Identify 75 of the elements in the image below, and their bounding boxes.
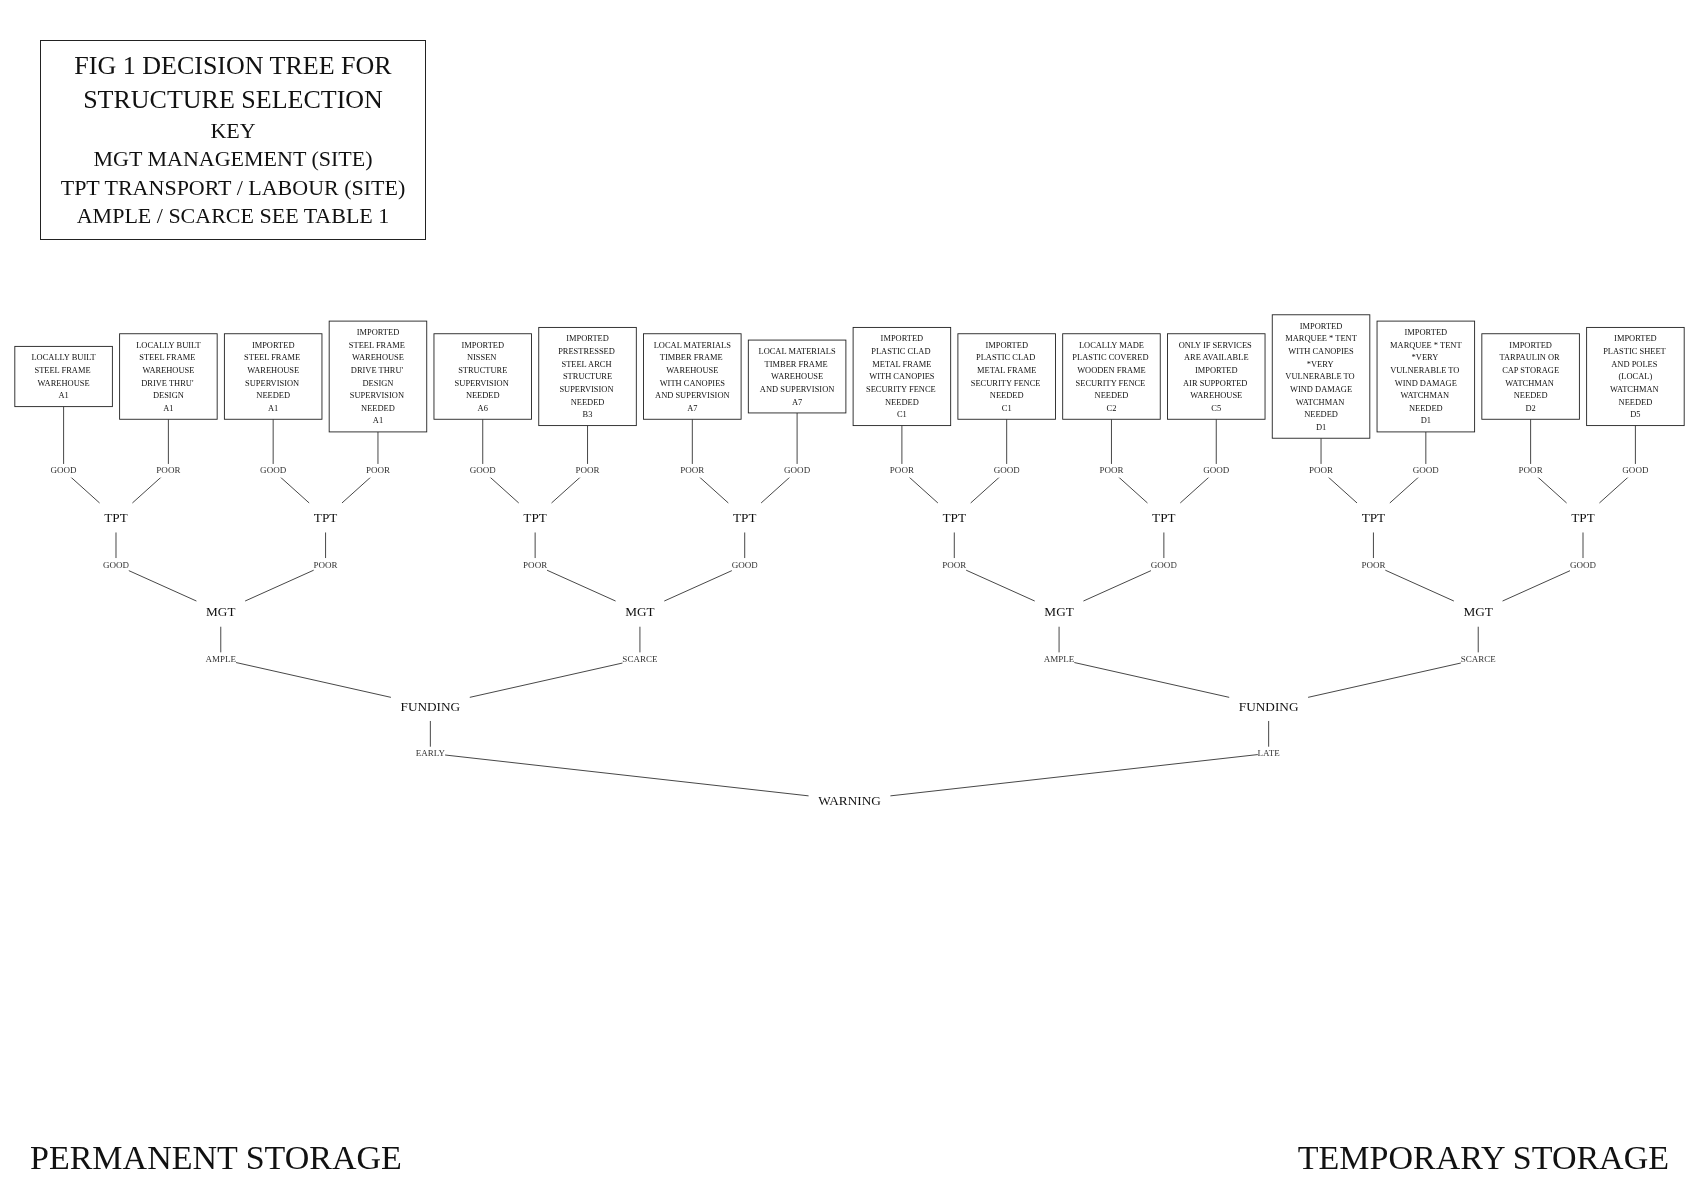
edge-label: POOR <box>523 559 548 570</box>
edge-label: POOR <box>680 465 705 476</box>
node-box: LOCAL MATERIALS TIMBER FRAME WAREHOUSE AND SUPERVISION A7 <box>747 339 847 414</box>
node-box: IMPORTED MARQUEE * TENT *VERY VULNERABLE TO WIND DAMAGE WATCHMAN NEEDED D1 <box>1376 320 1476 433</box>
connector <box>429 720 810 797</box>
node-text: TPT <box>1571 510 1595 526</box>
node-text: MGT <box>1463 604 1493 620</box>
node-text: TPT <box>104 510 128 526</box>
edge-label: SCARCE <box>622 654 658 664</box>
connector <box>889 720 1270 797</box>
node-box: IMPORTED TARPAULIN OR CAP STORAGE WATCHMAN NEEDED D2 <box>1481 333 1580 420</box>
node-text: MGT <box>625 604 655 620</box>
node-text: FUNDING <box>400 698 461 714</box>
node-box: LOCALLY BUILT STEEL FRAME WAREHOUSE A1 <box>14 345 113 408</box>
edge-label: POOR <box>365 465 391 476</box>
region-label: TEMPORARY STORAGE <box>1297 1139 1669 1177</box>
edge-label: GOOD <box>469 465 496 476</box>
edge-label: GOOD <box>731 559 758 570</box>
node-box: IMPORTED STEEL FRAME WAREHOUSE SUPERVISION NEEDED A1 <box>223 333 323 420</box>
edge-label: GOOD <box>1150 559 1177 570</box>
edge-label: GOOD <box>260 465 287 476</box>
key-entry: KEY <box>209 116 257 145</box>
key-entry: TPT TRANSPORT / LABOUR (SITE) <box>59 173 407 202</box>
edge-label: POOR <box>156 465 181 476</box>
node-box: IMPORTED PLASTIC CLAD METAL FRAME SECURITY FENCE NEEDED C1 <box>957 333 1056 420</box>
node-text: WARNING <box>818 792 881 808</box>
node-text: MGT <box>1044 604 1074 620</box>
node-text: MGT <box>206 604 236 620</box>
edge-label: POOR <box>942 559 967 570</box>
edge-label: LATE <box>1257 748 1280 759</box>
edge-label: GOOD <box>993 465 1020 476</box>
node-text: TPT <box>942 510 967 526</box>
edge-label: POOR <box>313 559 338 570</box>
edge-label: GOOD <box>784 465 811 476</box>
node-box: LOCALLY BUILT STEEL FRAME WAREHOUSE DRIVE THRU' DESIGN A1 <box>119 333 218 420</box>
node-text: TPT <box>313 510 338 526</box>
key-entry: MGT MANAGEMENT (SITE) <box>92 145 374 174</box>
edge-label: POOR <box>1099 465 1124 476</box>
edge-label: POOR <box>1361 559 1386 570</box>
node-box: IMPORTED STEEL FRAME WAREHOUSE DRIVE THRU' DESIGN SUPERVISION NEEDED A1 <box>328 320 428 433</box>
edge-label: GOOD <box>1203 465 1230 476</box>
node-box: IMPORTED NISSEN STRUCTURE SUPERVISION NEEDED A6 <box>433 333 532 420</box>
edge-label: GOOD <box>1412 465 1439 476</box>
edge-label: AMPLE <box>205 654 237 664</box>
edge-label: GOOD <box>50 465 77 476</box>
node-text: TPT <box>1152 510 1176 526</box>
edge-label: AMPLE <box>1043 654 1075 664</box>
node-box: ONLY IF SERVICES ARE AVAILABLE IMPORTED AIR SUPPORTED WAREHOUSE C5 <box>1167 333 1266 420</box>
edge-label: SCARCE <box>1460 654 1496 664</box>
edge-label: POOR <box>1518 465 1543 476</box>
edge-label: EARLY <box>415 748 445 759</box>
node-text: TPT <box>1361 510 1386 526</box>
region-label: PERMANENT STORAGE <box>30 1139 402 1177</box>
figure-title: FIG 1 DECISION TREE FOR STRUCTURE SELECTION <box>73 50 393 116</box>
node-text: TPT <box>523 510 547 526</box>
edge-label: GOOD <box>102 559 130 570</box>
node-text: FUNDING <box>1238 698 1299 714</box>
edge-label: GOOD <box>1569 559 1597 570</box>
node-box: IMPORTED PRESTRESSED STEEL ARCH STRUCTURE SUPERVISION NEEDED B3 <box>538 326 637 427</box>
connector <box>1307 626 1479 698</box>
node-box: LOCAL MATERIALS TIMBER FRAME WAREHOUSE WITH CANOPIES AND SUPERVISION A7 <box>643 333 742 420</box>
edge-label: POOR <box>575 465 600 476</box>
edge-label: POOR <box>1308 465 1334 476</box>
node-text: TPT <box>732 510 757 526</box>
connector <box>220 626 392 698</box>
key-box <box>40 40 426 240</box>
node-box: IMPORTED MARQUEE * TENT WITH CANOPIES *VERY VULNERABLE TO WIND DAMAGE WATCHMAN NEEDED D1 <box>1271 314 1371 439</box>
node-box: IMPORTED PLASTIC CLAD METAL FRAME WITH CANOPIES SECURITY FENCE NEEDED C1 <box>852 326 952 427</box>
node-box: LOCALLY MADE PLASTIC COVERED WOODEN FRAME SECURITY FENCE NEEDED C2 <box>1062 333 1161 420</box>
key-entry: AMPLE / SCARCE SEE TABLE 1 <box>75 202 391 231</box>
edge-label: POOR <box>889 465 914 476</box>
edge-label: GOOD <box>1622 465 1649 476</box>
node-box: IMPORTED PLASTIC SHEET AND POLES (LOCAL) WATCHMAN NEEDED D5 <box>1586 326 1685 427</box>
connector <box>469 626 641 698</box>
connector <box>1058 626 1230 698</box>
